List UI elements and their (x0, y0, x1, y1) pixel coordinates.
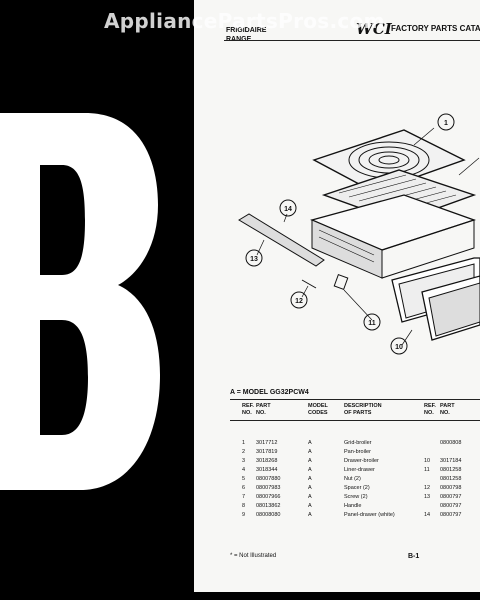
callout-13: 13 (250, 256, 258, 263)
parts-catalog-page: FRIGIDAIRE RANGE WCI FACTORY PARTS CATA (194, 0, 480, 592)
exploded-parts-diagram: 1 2 14 13 12 11 10 (238, 113, 480, 355)
header-ref-no: REF. NO. (242, 403, 254, 416)
drawer-panel-part (391, 257, 480, 341)
catalog-title: FACTORY PARTS CATA (391, 24, 480, 33)
callout-12: 12 (295, 298, 303, 305)
drawer-rail-part (238, 213, 325, 267)
callout-11: 11 (368, 320, 376, 327)
header-part-no-2: PART NO. (440, 403, 455, 416)
table-top-rule (230, 399, 480, 400)
brand-header: FRIGIDAIRE RANGE (226, 26, 266, 44)
callout-10: 10 (395, 344, 403, 351)
footnote: * = Not Illustrated (230, 553, 277, 559)
drawer-broiler-part (310, 194, 477, 279)
callout-1: 1 (444, 120, 448, 127)
brand-name: FRIGIDAIRE (226, 27, 267, 34)
header-model-codes: MODEL CODES (308, 403, 328, 416)
header-ref-no-2: REF. NO. (424, 403, 436, 416)
site-watermark: AppliancePartsPros.com (104, 9, 385, 33)
product-type: RANGE (226, 35, 266, 44)
table-header-rule (230, 420, 480, 421)
wci-logo: WCI (356, 20, 392, 38)
callout-14: 14 (284, 206, 292, 213)
header-divider (224, 40, 480, 41)
header-part-no: PART NO. (256, 403, 271, 416)
header-description: DESCRIPTION OF PARTS (344, 403, 382, 416)
model-line: A = MODEL GG32PCW4 (230, 389, 309, 396)
section-letter-b-graphic: B (0, 113, 160, 490)
page-number: B-1 (408, 553, 420, 560)
